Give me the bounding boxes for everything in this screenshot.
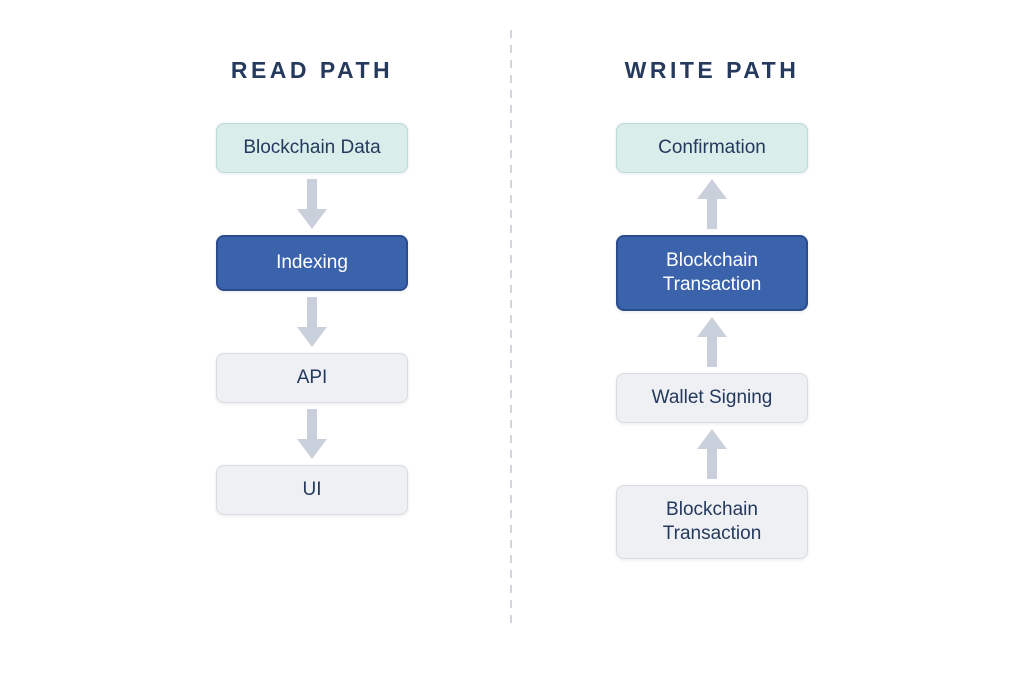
node-label: UI	[302, 479, 322, 500]
arrow-down-icon	[297, 409, 327, 459]
node-label: Blockchain Transaction	[662, 499, 762, 544]
node-label: Blockchain Transaction	[662, 250, 762, 295]
node-ui: UI	[216, 465, 408, 515]
arrow-up-icon	[697, 317, 727, 367]
node-blockchain-transaction-blue: Blockchain Transaction	[616, 235, 808, 311]
node-label: Confirmation	[658, 137, 766, 158]
node-label: Blockchain Data	[243, 137, 381, 158]
node-label: API	[296, 367, 328, 388]
arrow-up-icon	[697, 179, 727, 229]
node-wallet-signing: Wallet Signing	[616, 373, 808, 423]
node-api: API	[216, 353, 408, 403]
write-path-title: WRITE PATH	[624, 57, 800, 83]
arrow-up-icon	[697, 429, 727, 479]
node-indexing: Indexing	[216, 235, 408, 291]
read-path-column: READ PATH Blockchain Data Indexing API U…	[216, 57, 408, 515]
node-label: Indexing	[276, 252, 348, 273]
node-blockchain-data: Blockchain Data	[216, 123, 408, 173]
node-confirmation: Confirmation	[616, 123, 808, 173]
arrow-down-icon	[297, 179, 327, 229]
write-path-column: WRITE PATH Confirmation Blockchain Trans…	[616, 57, 808, 559]
column-divider	[510, 30, 512, 625]
node-label: Wallet Signing	[651, 387, 773, 408]
read-path-title: READ PATH	[230, 57, 394, 83]
node-blockchain-transaction-gray: Blockchain Transaction	[616, 485, 808, 559]
arrow-down-icon	[297, 297, 327, 347]
